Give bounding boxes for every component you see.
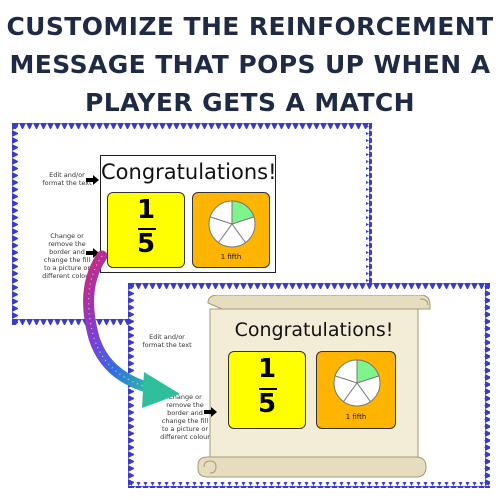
note-border-line: different colour: [160, 433, 210, 441]
fraction-card: 1 5: [228, 351, 306, 429]
note-border-line: to a picture or: [43, 264, 91, 272]
picture-card-label: 1 fifth: [345, 413, 367, 421]
note-border-line: Change or: [50, 232, 84, 240]
headline-line-3: PLAYER GETS A MATCH: [85, 88, 415, 117]
pie-fraction-icon: [208, 200, 256, 248]
congratulations-text[interactable]: Congratulations!: [101, 160, 277, 184]
picture-card: 1 fifth: [316, 351, 396, 429]
fraction-denominator: 5: [257, 389, 277, 419]
note-border-line: remove the: [166, 401, 204, 409]
congratulations-text[interactable]: Congratulations!: [234, 319, 394, 341]
arrow-right-icon: [204, 407, 217, 417]
slide-example-default: Edit and/or format the text Change or re…: [12, 123, 372, 325]
note-border-line: different colour: [42, 272, 92, 280]
note-border-line: change the fill: [43, 256, 91, 264]
headline: CUSTOMIZE THE REINFORCEMENT MESSAGE THAT…: [0, 8, 500, 122]
note-edit-line: Edit and/or: [149, 333, 185, 341]
note-border-line: remove the: [48, 240, 86, 248]
note-edit-line: format the text: [142, 341, 192, 349]
note-edit-text: Edit and/or format the text: [138, 333, 196, 349]
note-edit-line: format the text: [42, 179, 92, 187]
note-border-line: border and: [167, 409, 203, 417]
fraction-numerator: 1: [257, 354, 277, 384]
fraction-bar: [138, 228, 156, 230]
fraction-denominator: 5: [136, 229, 156, 259]
pie-fraction-icon: [333, 359, 381, 407]
picture-card-label: 1 fifth: [220, 253, 242, 261]
arrow-right-icon: [86, 175, 99, 185]
picture-card: 1 fifth: [192, 192, 270, 268]
reinforcement-message-box[interactable]: Congratulations! 1 5 1 fifth: [224, 319, 404, 449]
fraction-numerator: 1: [136, 195, 156, 225]
fraction-card: 1 5: [107, 192, 185, 268]
note-border-line: Change or: [168, 393, 202, 401]
note-edit-text: Edit and/or format the text: [38, 171, 96, 187]
note-edit-line: Edit and/or: [49, 171, 85, 179]
slide-example-scroll: Edit and/or format the text Change or re…: [128, 283, 490, 488]
note-change-border: Change or remove the border and change t…: [38, 232, 96, 280]
note-border-line: to a picture or: [161, 425, 209, 433]
headline-line-2: MESSAGE THAT POPS UP WHEN A: [9, 50, 491, 79]
curved-glitter-arrow-icon: [83, 250, 180, 408]
note-border-line: change the fill: [161, 417, 209, 425]
headline-line-1: CUSTOMIZE THE REINFORCEMENT: [6, 12, 494, 41]
fraction-bar: [259, 388, 277, 390]
note-change-border: Change or remove the border and change t…: [156, 393, 214, 441]
note-border-line: border and: [49, 248, 85, 256]
reinforcement-message-box[interactable]: Congratulations! 1 5 1 fifth: [100, 155, 277, 273]
